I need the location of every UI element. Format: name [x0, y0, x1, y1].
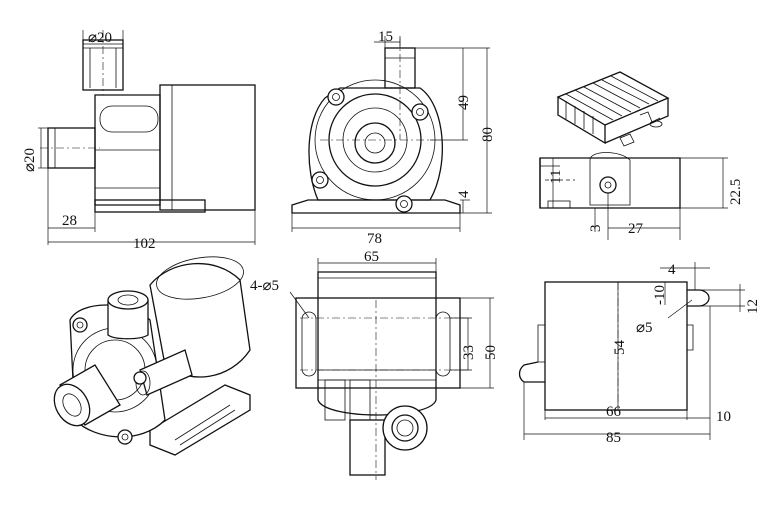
ctrl-dim-11: 11 [548, 170, 564, 184]
side-total-length: 102 [133, 236, 156, 252]
front-base-thickness: 4 [456, 190, 472, 198]
front-outlet-height: 49 [456, 95, 472, 110]
controller-side-view: 11 22.5 27 3 [539, 152, 744, 240]
front-base-width: 78 [367, 231, 382, 247]
bottom-width-66: 66 [606, 404, 622, 420]
top-mount-holes: 4-⌀5 [250, 278, 279, 294]
bottom-dim-4: 4 [668, 262, 676, 278]
side-inlet-diameter: ⌀20 [22, 148, 38, 172]
front-outlet-offset: 15 [378, 29, 393, 45]
bottom-hole-diameter: ⌀5 [636, 320, 653, 336]
side-view: ⌀20 ⌀20 28 102 [22, 30, 256, 252]
ctrl-dim-27: 27 [628, 221, 644, 237]
controller-iso-view [556, 71, 670, 147]
side-outlet-diameter: ⌀20 [88, 30, 112, 46]
side-inlet-length: 28 [62, 213, 77, 229]
top-width-65: 65 [364, 249, 379, 265]
top-width-50: 50 [483, 345, 499, 360]
bottom-flange-10: 10 [716, 409, 731, 425]
bottom-dim-12: 12 [745, 299, 761, 314]
front-view: 15 49 80 4 78 [291, 29, 496, 247]
bottom-view: 54 -10 4 12 ⌀5 66 85 10 [518, 262, 761, 446]
pump-iso-view [53, 256, 251, 456]
ctrl-dim-22-5: 22.5 [728, 179, 744, 205]
top-view: 65 33 50 4-⌀5 [250, 249, 499, 480]
front-total-height: 80 [480, 127, 496, 142]
ctrl-dim-3: 3 [588, 225, 604, 233]
bottom-height-54: 54 [612, 340, 628, 356]
bottom-slot-10: -10 [652, 285, 668, 305]
bottom-total-85: 85 [606, 430, 621, 446]
top-slot-33: 33 [461, 345, 477, 360]
